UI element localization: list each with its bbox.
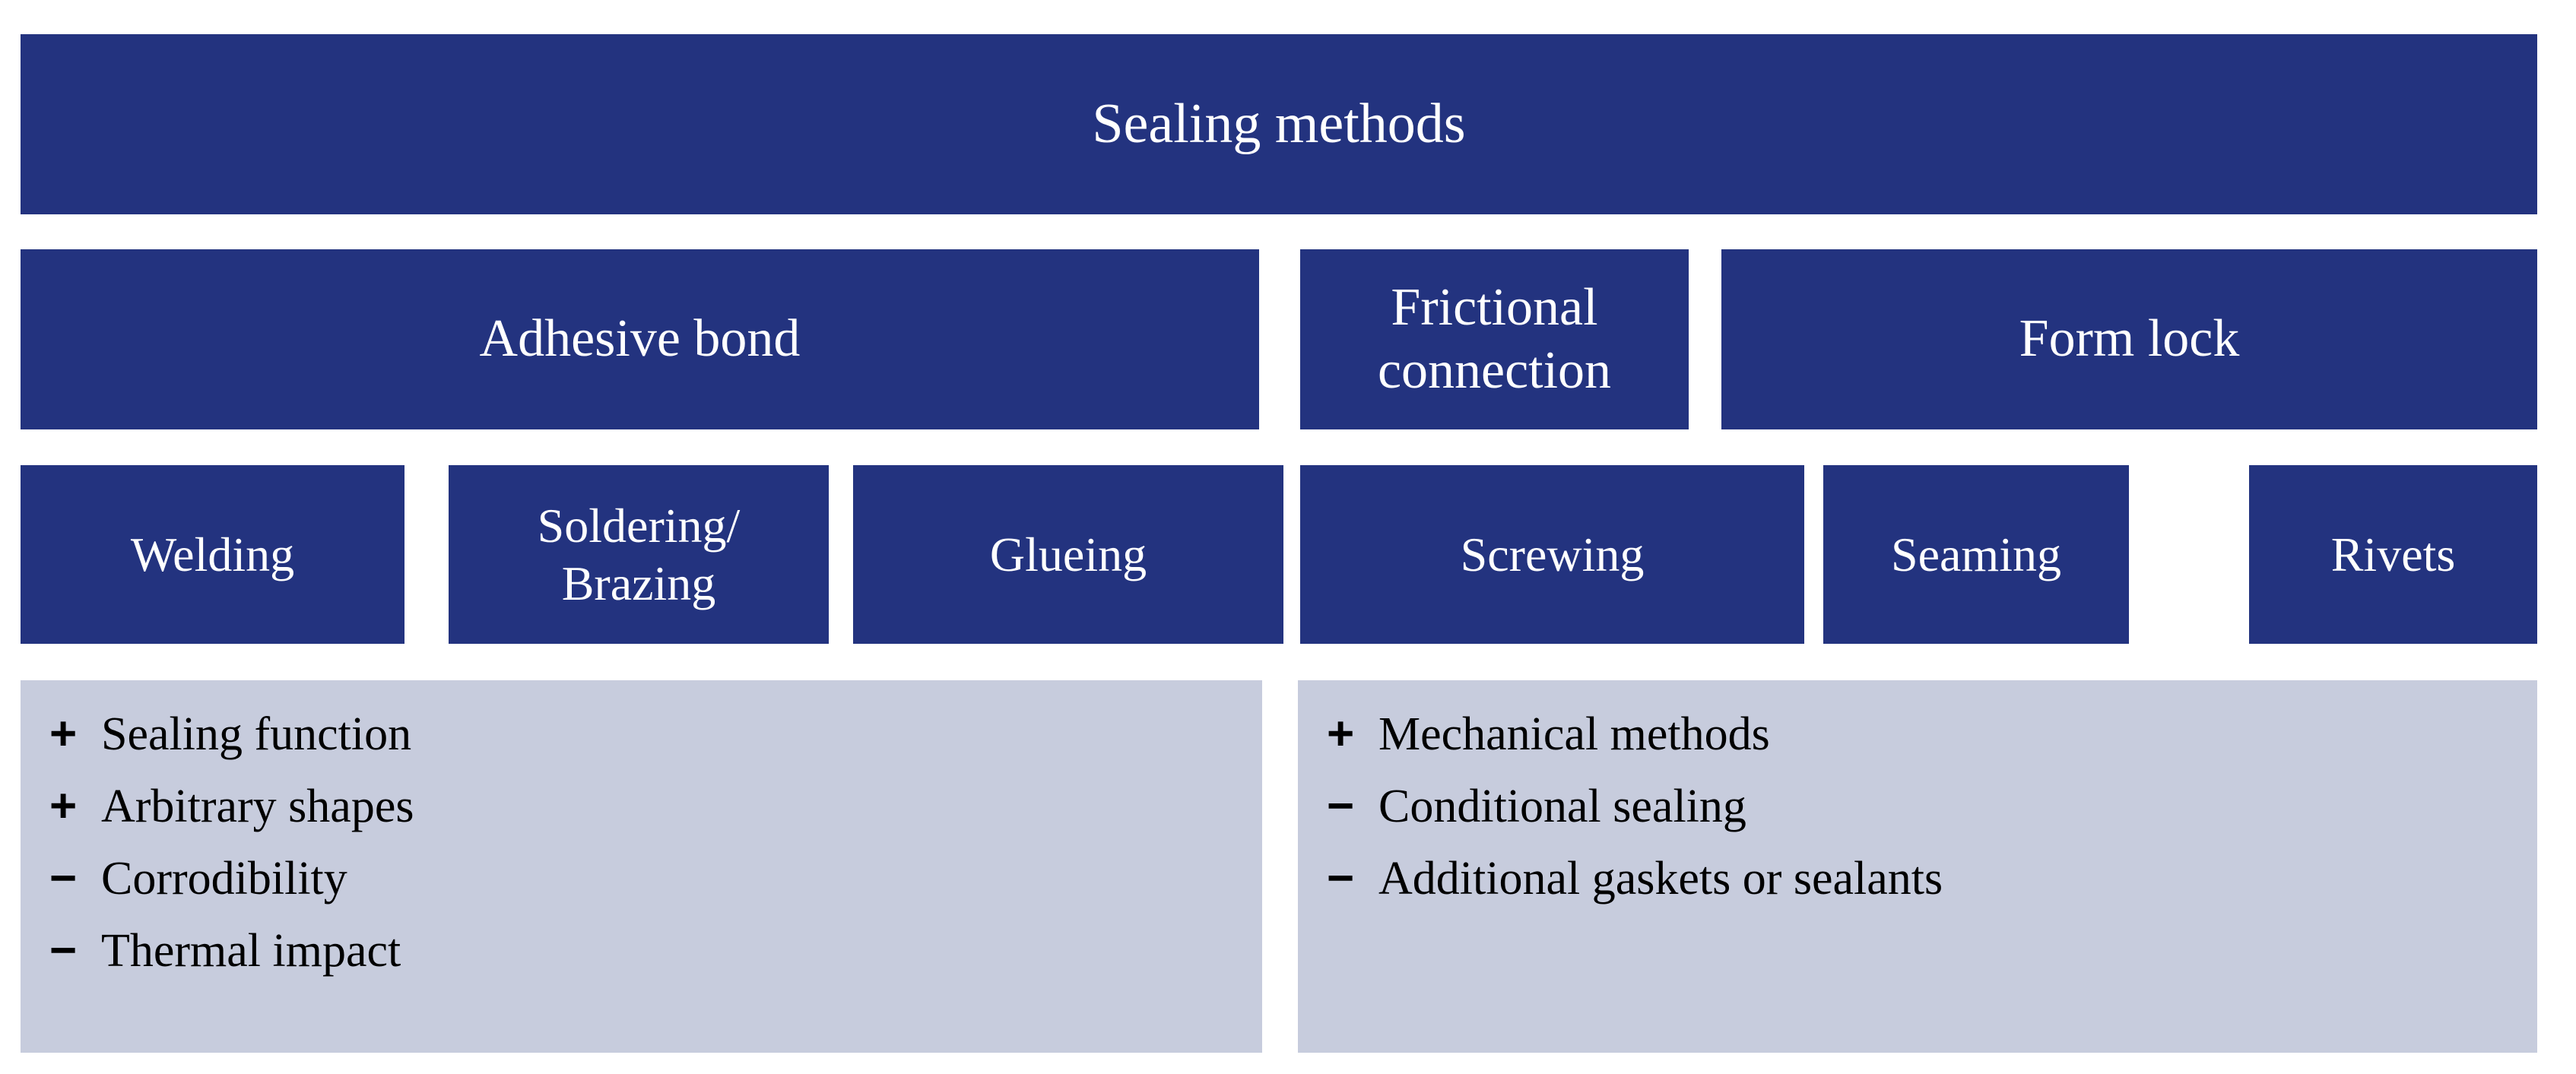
list-item: − Thermal impact (21, 924, 1262, 977)
minus-icon: − (49, 852, 78, 905)
node-rivets[interactable]: Rivets (2249, 465, 2537, 644)
list-item-label: Mechanical methods (1378, 708, 1770, 760)
plus-icon: + (1327, 708, 1355, 760)
list-item-label: Sealing function (101, 708, 412, 760)
plus-icon: + (49, 708, 78, 760)
node-welding[interactable]: Welding (21, 465, 404, 644)
node-label-frictional-connection: Frictional connection (1377, 277, 1612, 400)
list-item: − Additional gaskets or sealants (1298, 852, 2537, 905)
node-label-adhesive-bond: Adhesive bond (479, 309, 801, 369)
node-soldering-brazing[interactable]: Soldering/ Brazing (449, 465, 829, 644)
list-item: + Arbitrary shapes (21, 780, 1262, 832)
node-label-rivets: Rivets (2330, 527, 2456, 581)
node-seaming[interactable]: Seaming (1823, 465, 2129, 644)
node-form-lock[interactable]: Form lock (1721, 249, 2537, 429)
node-label-welding: Welding (130, 527, 295, 581)
list-item: + Sealing function (21, 708, 1262, 760)
list-item-label: Additional gaskets or sealants (1378, 853, 1943, 905)
node-label-glueing: Glueing (989, 527, 1147, 581)
bullet-list-mechanical: + Mechanical methods − Conditional seali… (1298, 708, 2537, 905)
bullet-list-adhesive: + Sealing function + Arbitrary shapes − … (21, 708, 1262, 977)
minus-icon: − (49, 924, 78, 977)
node-label-soldering-brazing: Soldering/ Brazing (537, 498, 741, 610)
panel-adhesive-bond-properties: + Sealing function + Arbitrary shapes − … (21, 680, 1262, 1053)
minus-icon: − (1327, 852, 1355, 905)
plus-icon: + (49, 780, 78, 832)
node-label-sealing-methods: Sealing methods (1092, 92, 1466, 155)
node-label-seaming: Seaming (1891, 527, 2061, 581)
list-item-label: Arbitrary shapes (101, 781, 414, 832)
node-adhesive-bond[interactable]: Adhesive bond (21, 249, 1259, 429)
node-label-form-lock: Form lock (2019, 309, 2240, 369)
minus-icon: − (1327, 780, 1355, 832)
node-screwing[interactable]: Screwing (1300, 465, 1804, 644)
list-item-label: Conditional sealing (1378, 781, 1746, 832)
node-label-screwing: Screwing (1460, 527, 1645, 581)
node-frictional-connection[interactable]: Frictional connection (1300, 249, 1689, 429)
node-glueing[interactable]: Glueing (853, 465, 1283, 644)
list-item: + Mechanical methods (1298, 708, 2537, 760)
panel-mechanical-properties: + Mechanical methods − Conditional seali… (1298, 680, 2537, 1053)
list-item-label: Corrodibility (101, 853, 347, 905)
list-item-label: Thermal impact (101, 925, 401, 977)
node-sealing-methods[interactable]: Sealing methods (21, 34, 2537, 214)
list-item: − Corrodibility (21, 852, 1262, 905)
list-item: − Conditional sealing (1298, 780, 2537, 832)
